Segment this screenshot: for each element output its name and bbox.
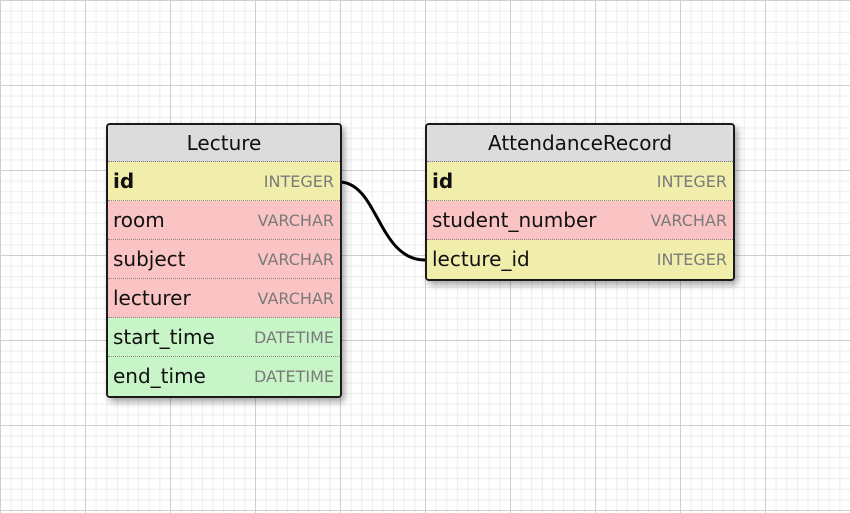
relation-line-lecture-id-to-lecture-id <box>338 180 426 262</box>
column-type: VARCHAR <box>650 211 727 230</box>
column-row-lecturer[interactable]: lecturer VARCHAR <box>108 279 340 318</box>
column-name: id <box>432 169 454 193</box>
column-name: room <box>113 208 165 232</box>
column-row-end-time[interactable]: end_time DATETIME <box>108 357 340 396</box>
column-name: start_time <box>113 325 215 349</box>
table-title: Lecture <box>108 125 340 162</box>
column-type: VARCHAR <box>257 289 334 308</box>
column-name: id <box>113 169 135 193</box>
column-type: DATETIME <box>253 367 334 386</box>
column-row-student-number[interactable]: student_number VARCHAR <box>427 201 733 240</box>
column-name: student_number <box>432 208 597 232</box>
column-row-id[interactable]: id INTEGER <box>427 162 733 201</box>
table-title: AttendanceRecord <box>427 125 733 162</box>
column-type: VARCHAR <box>257 250 334 269</box>
column-row-subject[interactable]: subject VARCHAR <box>108 240 340 279</box>
table-lecture[interactable]: Lecture id INTEGER room VARCHAR subject … <box>106 123 342 398</box>
column-name: end_time <box>113 364 206 388</box>
column-name: lecturer <box>113 286 191 310</box>
column-row-lecture-id[interactable]: lecture_id INTEGER <box>427 240 733 279</box>
column-type: INTEGER <box>656 172 727 191</box>
column-row-start-time[interactable]: start_time DATETIME <box>108 318 340 357</box>
table-attendance-record[interactable]: AttendanceRecord id INTEGER student_numb… <box>425 123 735 281</box>
column-type: INTEGER <box>656 250 727 269</box>
column-name: subject <box>113 247 186 271</box>
column-type: DATETIME <box>253 328 334 347</box>
column-type: VARCHAR <box>257 211 334 230</box>
column-row-room[interactable]: room VARCHAR <box>108 201 340 240</box>
column-type: INTEGER <box>263 172 334 191</box>
column-row-id[interactable]: id INTEGER <box>108 162 340 201</box>
column-name: lecture_id <box>432 247 530 271</box>
